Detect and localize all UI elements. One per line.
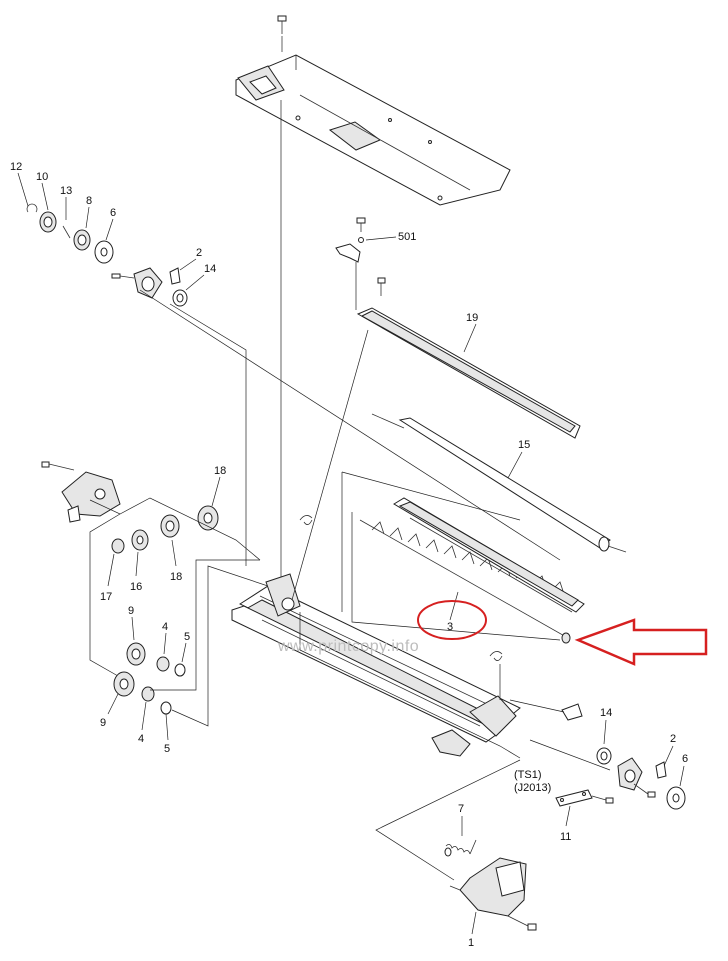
highlight-circle <box>417 600 487 640</box>
callout-9b: 9 <box>100 717 106 729</box>
top-cover-plate <box>235 54 511 206</box>
callout-18a: 18 <box>214 465 226 477</box>
bracket-2-right <box>655 761 667 779</box>
callout-1: 1 <box>468 937 474 949</box>
pin-13 <box>62 225 71 239</box>
washer-5-lower <box>160 701 172 715</box>
callout-17: 17 <box>100 591 112 603</box>
callout-6b: 6 <box>682 753 688 765</box>
spring-7 <box>445 839 477 855</box>
bearing-holder-left <box>111 267 163 299</box>
callout-19: 19 <box>466 312 478 324</box>
bushing-10 <box>39 211 57 233</box>
spring-clip-right <box>489 651 503 661</box>
top-screw <box>277 15 287 34</box>
tab-bracket-right <box>561 703 583 721</box>
callout-501: 501 <box>398 231 416 243</box>
callout-14a: 14 <box>204 263 216 275</box>
callout-4b: 4 <box>138 733 144 745</box>
callout-13: 13 <box>60 185 72 197</box>
spring-clip-left <box>299 515 313 525</box>
bushing-14-right <box>596 747 612 765</box>
screw-501 <box>356 217 366 243</box>
callout-7: 7 <box>458 803 464 815</box>
doctor-blade-assembly <box>393 497 585 613</box>
callout-9a: 9 <box>128 605 134 617</box>
callout-16: 16 <box>130 581 142 593</box>
bushing-4-lower <box>141 686 155 702</box>
callout-14b: 14 <box>600 707 612 719</box>
gear-16 <box>131 529 149 551</box>
watermark: www.printcopy.info <box>277 638 419 655</box>
callout-8: 8 <box>86 195 92 207</box>
rail-19 <box>356 277 581 439</box>
callout-15: 15 <box>518 439 530 451</box>
developer-frame <box>231 573 521 757</box>
callout-10: 10 <box>36 171 48 183</box>
small-bracket <box>335 243 361 263</box>
sensor-11 <box>555 789 614 807</box>
gear-18-lower <box>160 514 180 538</box>
bracket-2-top <box>169 267 181 285</box>
callout-18b: 18 <box>170 571 182 583</box>
label-j2013: (J2013) <box>514 782 551 794</box>
callout-11: 11 <box>560 831 571 843</box>
gear-8 <box>73 229 91 251</box>
lever-1 <box>449 857 537 931</box>
bushing-4-upper <box>156 656 170 672</box>
callout-2b: 2 <box>670 733 676 745</box>
bearing-holder-right <box>617 757 656 798</box>
washer-6-right <box>666 786 686 810</box>
roller-15 <box>371 413 627 553</box>
callout-6a: 6 <box>110 207 116 219</box>
callout-3: 3 <box>447 621 453 633</box>
callout-12: 12 <box>10 161 22 173</box>
washer-6-top <box>94 240 114 264</box>
bushing-14-top <box>172 289 188 307</box>
screw-left-lower <box>41 461 75 471</box>
bushing-17 <box>111 538 125 554</box>
highlight-arrow-icon <box>574 618 708 666</box>
callout-5b: 5 <box>164 743 170 755</box>
callout-4a: 4 <box>162 621 168 633</box>
callout-5a: 5 <box>184 631 190 643</box>
callout-2a: 2 <box>196 247 202 259</box>
side-frame-left <box>61 471 121 523</box>
e-ring-12 <box>26 203 38 213</box>
washer-5-upper <box>174 663 186 677</box>
gear-9-upper <box>126 642 146 666</box>
label-ts1: (TS1) <box>514 769 542 781</box>
gear-9-lower <box>113 671 135 697</box>
